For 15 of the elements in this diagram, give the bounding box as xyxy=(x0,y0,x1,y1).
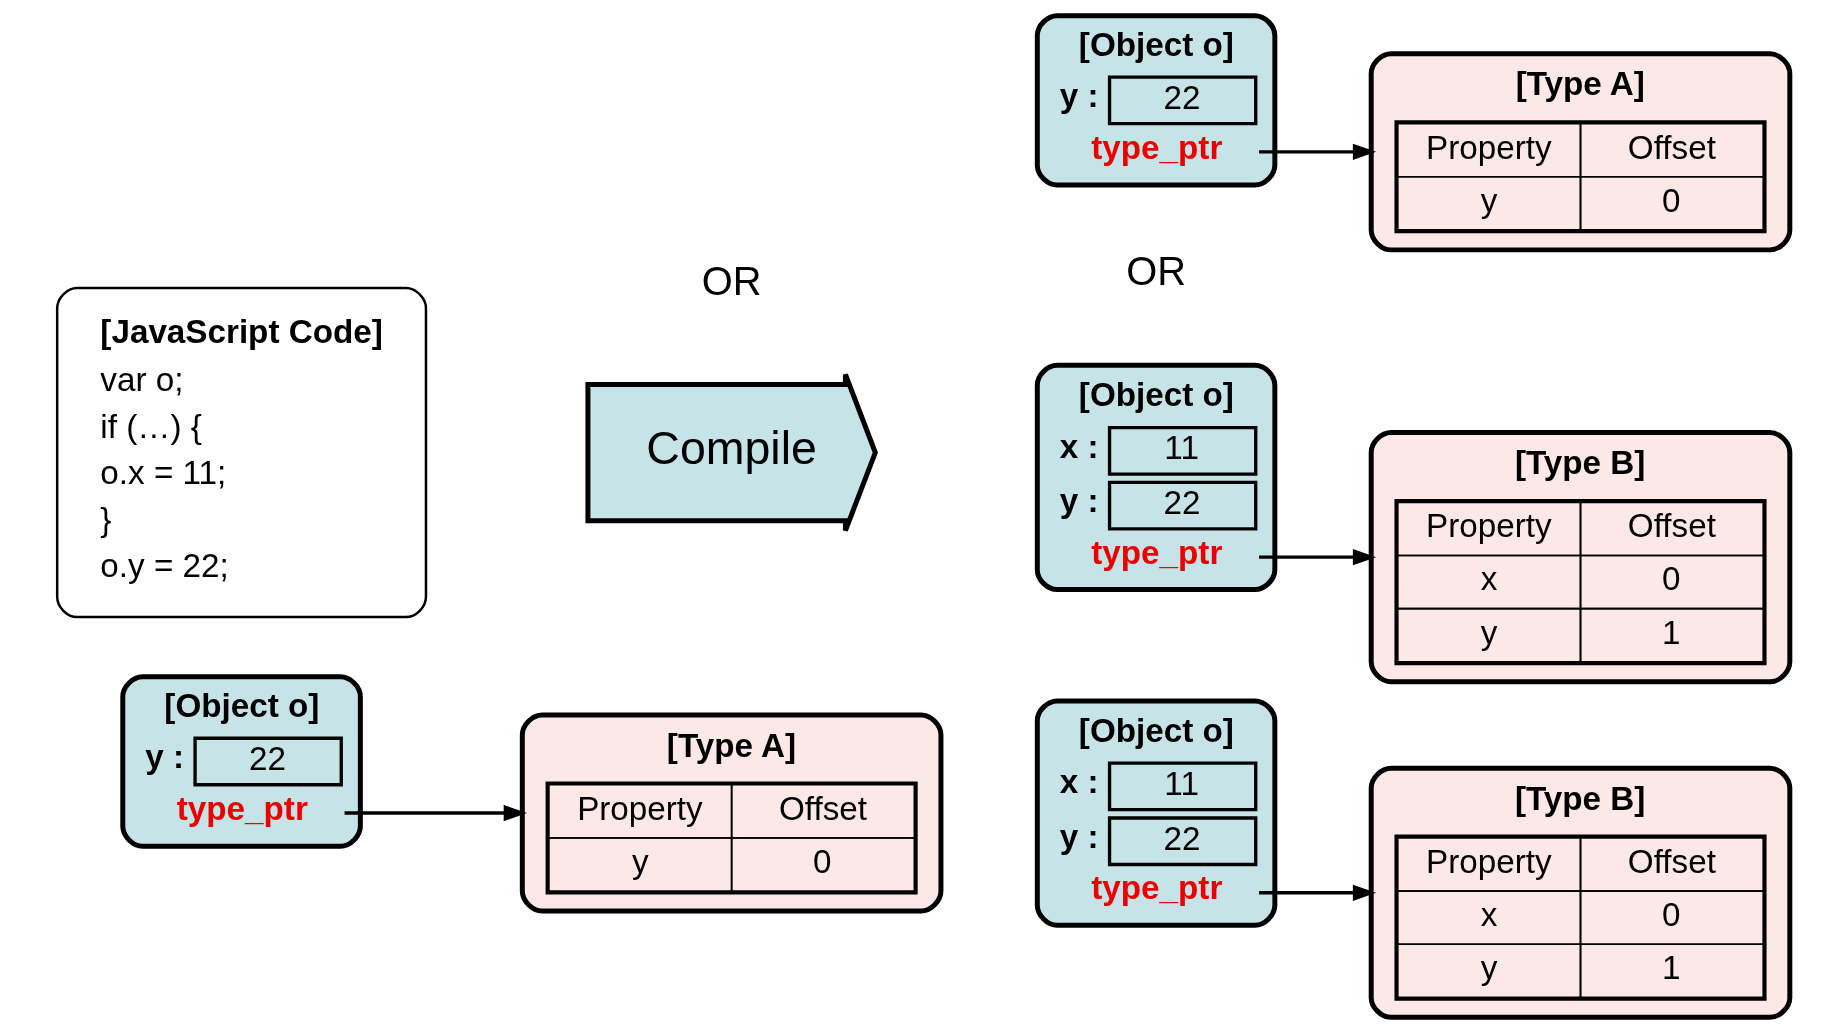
node-box: [Object o] x : 11 y : 22 type_ptr xyxy=(1034,362,1278,592)
node-box: [Object o] x : 11 y : 22 type_ptr xyxy=(1034,697,1278,928)
arrow xyxy=(1259,548,1377,565)
node-box: [Object o] y : 22 type_ptr xyxy=(120,673,363,849)
label: OR xyxy=(1126,248,1186,293)
node-box: [Type A] Property Offset y 0 xyxy=(1368,50,1793,252)
node-box: [Type B] Property Offset x 0 y 1 xyxy=(1368,429,1793,684)
node-box: [Type A] Property Offset y 0 xyxy=(519,712,944,914)
node-box: [Object o] y : 22 type_ptr xyxy=(1034,12,1278,188)
node-box: [Type B] Property Offset x 0 y 1 xyxy=(1368,765,1793,1020)
arrow xyxy=(344,804,527,821)
label: OR xyxy=(701,258,762,303)
node-box: [JavaScript Code] var o; if (…) { o.x = 11; } o.y = 22; xyxy=(55,286,428,618)
arrow xyxy=(1259,143,1377,160)
arrow xyxy=(1259,884,1377,901)
